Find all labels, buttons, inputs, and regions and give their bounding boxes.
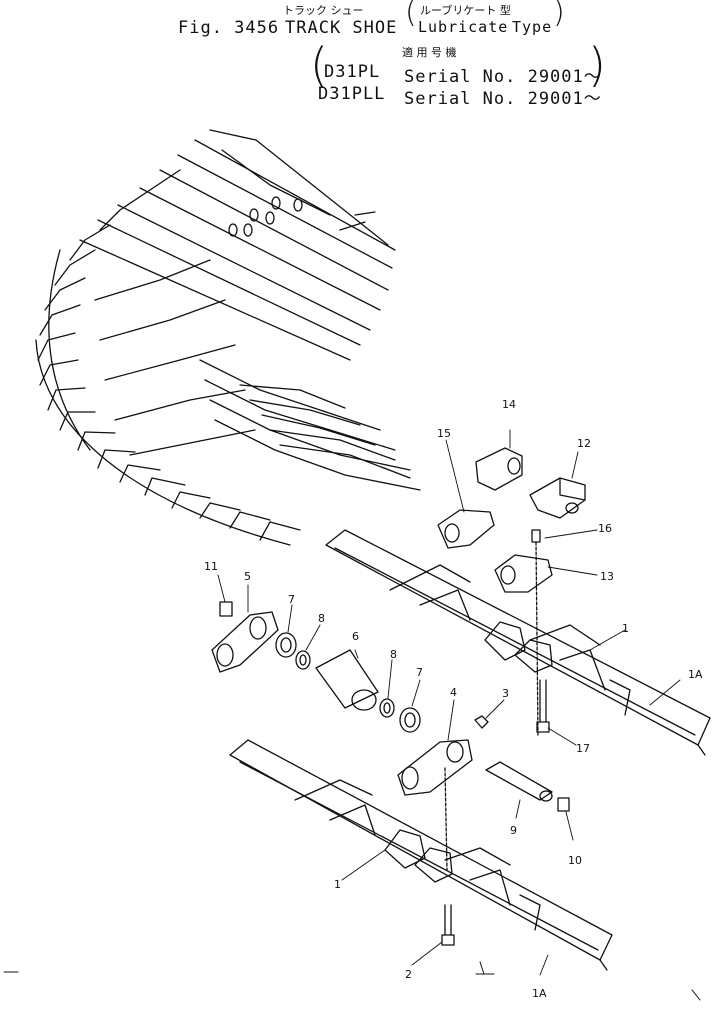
upper-shoe-plate bbox=[325, 529, 711, 756]
part-8-ring-left bbox=[295, 650, 311, 670]
callout-6: 6 bbox=[352, 630, 359, 643]
callout-7-left: 7 bbox=[288, 593, 295, 606]
part-7-seal-right bbox=[399, 707, 421, 733]
callout-14: 14 bbox=[502, 398, 516, 411]
type-label: Type bbox=[512, 18, 553, 36]
part-9-pin bbox=[485, 761, 553, 802]
paren-close: ) bbox=[553, 0, 565, 30]
callout-2: 2 bbox=[405, 968, 412, 981]
callout-10: 10 bbox=[568, 854, 582, 867]
leader-lines bbox=[217, 429, 681, 976]
margin-marks bbox=[3, 961, 701, 1001]
fig-label: Fig. 3456 bbox=[178, 18, 280, 38]
callout-11: 11 bbox=[204, 560, 218, 573]
model-2: D31PLL bbox=[318, 84, 386, 104]
callout-12: 12 bbox=[577, 437, 591, 450]
callout-4: 4 bbox=[450, 686, 457, 699]
callout-1a-lower: 1A bbox=[532, 987, 547, 1000]
track-chain-assembly bbox=[35, 129, 421, 546]
callout-15: 15 bbox=[437, 427, 451, 440]
part-6-bushing bbox=[315, 649, 379, 711]
callout-3: 3 bbox=[502, 687, 509, 700]
callout-16: 16 bbox=[598, 522, 612, 535]
part-5-link bbox=[211, 611, 279, 673]
callout-5: 5 bbox=[244, 570, 251, 583]
serial-1: Serial No. 29001～ bbox=[404, 67, 602, 87]
part-13-link bbox=[494, 554, 553, 593]
callout-17: 17 bbox=[576, 742, 590, 755]
serial-2: Serial No. 29001～ bbox=[404, 89, 602, 109]
jp-type: ルーブリケート 型 bbox=[420, 4, 511, 17]
callout-labels: 14 12 15 16 13 1 1A 17 11 5 7 8 6 8 7 4 … bbox=[204, 398, 703, 1000]
jp-applicable: 適 用 号 機 bbox=[402, 46, 457, 59]
paren-close-2: ) bbox=[588, 38, 606, 92]
lower-shoe-plate bbox=[229, 739, 613, 971]
jp-title: トラック シュー bbox=[283, 4, 364, 17]
callout-13: 13 bbox=[600, 570, 614, 583]
figure-header: トラック シュー ( ルーブリケート 型 ) Fig. 3456 TRACK S… bbox=[0, 0, 724, 110]
part-12-shoe-pad bbox=[529, 477, 586, 519]
part-17-bolt bbox=[536, 679, 550, 733]
callout-9: 9 bbox=[510, 824, 517, 837]
callout-8-right: 8 bbox=[390, 648, 397, 661]
part-8-ring-right bbox=[379, 698, 395, 718]
part-10-collar bbox=[557, 797, 570, 812]
part-16-pin bbox=[531, 529, 541, 736]
page-title: TRACK SHOE bbox=[285, 18, 398, 38]
callout-1-upper: 1 bbox=[622, 622, 629, 635]
model-1: D31PL bbox=[324, 62, 381, 82]
callout-1-lower: 1 bbox=[334, 878, 341, 891]
part-11-bushing bbox=[219, 601, 233, 617]
paren-open-2: ( bbox=[310, 38, 328, 92]
callout-1a-upper: 1A bbox=[688, 668, 703, 681]
part-15-link bbox=[437, 509, 495, 549]
callout-8-left: 8 bbox=[318, 612, 325, 625]
part-14-link-block bbox=[475, 447, 523, 491]
lubricate-label: Lubricate bbox=[418, 18, 509, 36]
callout-7-right: 7 bbox=[416, 666, 423, 679]
part-3-nut bbox=[474, 715, 489, 729]
part-2-bolt bbox=[441, 904, 455, 946]
part-7-seal-left bbox=[275, 632, 297, 658]
paren-open: ( bbox=[405, 0, 417, 30]
part-4-link bbox=[397, 739, 473, 871]
